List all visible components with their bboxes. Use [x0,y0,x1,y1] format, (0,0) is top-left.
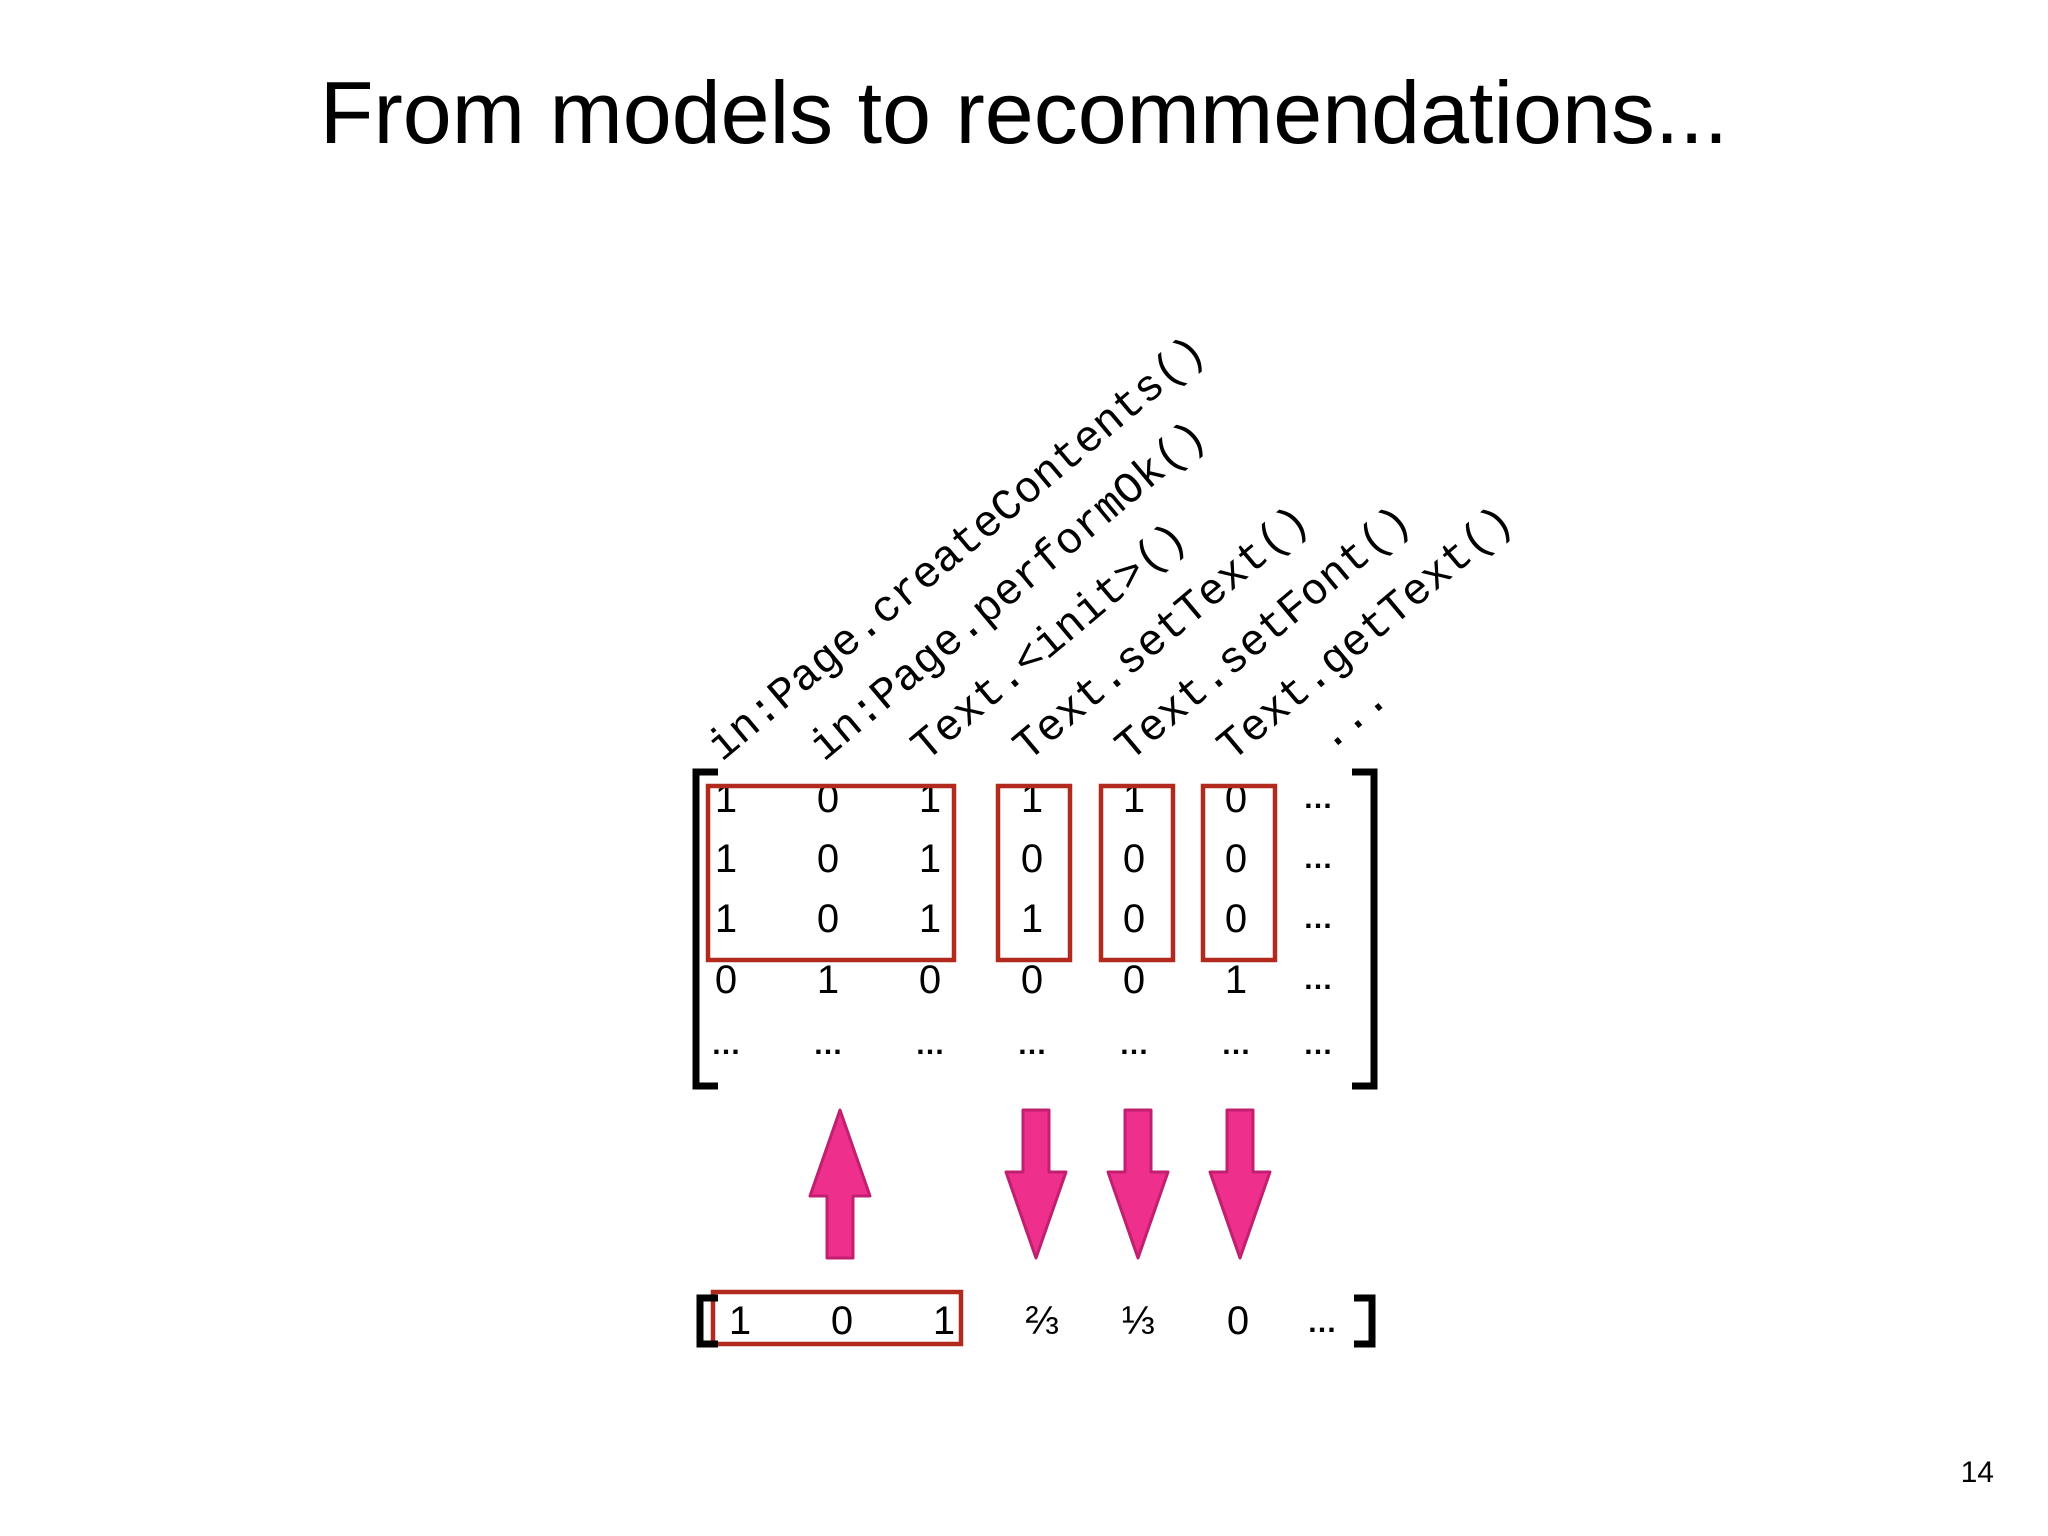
matrix-cell: 0 [1225,897,1247,941]
matrix-cell: … [1303,782,1333,815]
vector-value: 1 [933,1299,955,1343]
matrix-cell: … [1221,1028,1251,1061]
matrix-cell: 0 [817,777,839,821]
arrows [808,1108,1272,1260]
matrix-cell: 0 [1123,897,1145,941]
matrix-cell: 1 [919,897,941,941]
matrix-cells: 1 0 1 1 1 0 … 1 0 1 0 0 0 … 1 0 1 1 0 0 … 0 1 0 0 0 1 … … … … … … … … [711,777,1333,1061]
vector-left-bracket [696,1294,718,1348]
matrix-cell: … [1119,1028,1149,1061]
matrix-cell: … [1303,1028,1333,1061]
matrix-cell: … [1303,902,1333,935]
matrix-cell: 1 [1021,777,1043,821]
matrix-cell: … [1303,842,1333,875]
matrix-cell: 1 [817,958,839,1002]
matrix-cell: 1 [715,897,737,941]
matrix-cell: … [1017,1028,1047,1061]
matrix-cell: 1 [715,837,737,881]
matrix-cell: 1 [1225,958,1247,1002]
matrix-cell: … [1303,963,1333,996]
down-arrow-icon [1004,1108,1068,1260]
matrix-cell: 1 [919,777,941,821]
column-highlight-box [1098,783,1176,963]
matrix-cell: 0 [817,897,839,941]
matrix-cell: 1 [1123,777,1145,821]
matrix-cell: 0 [817,837,839,881]
matrix-cell: 0 [1123,837,1145,881]
matrix-cell: … [711,1028,741,1061]
matrix-cell: 0 [715,958,737,1002]
matrix-brackets [692,768,1378,1090]
column-highlight-box [705,783,957,963]
matrix-cell: 0 [919,958,941,1002]
up-arrow-icon [808,1108,872,1260]
highlight-boxes [705,783,1278,1347]
matrix-cell: 0 [1021,837,1043,881]
vector-value: ⅓ [1121,1299,1154,1343]
matrix-cell: 1 [1021,897,1043,941]
column-highlight-box [1200,783,1278,963]
vector-right-bracket [1354,1294,1376,1348]
vector-value: ⅔ [1025,1299,1058,1343]
matrix-cell: … [813,1028,843,1061]
page-number: 14 [1960,1456,1994,1489]
matrix-cell: 1 [919,837,941,881]
matrix-cell: … [915,1028,945,1061]
column-labels: in:Page.createContents()in:Page.performO… [699,327,1524,773]
matrix-cell: 0 [1123,958,1145,1002]
vector-value: 0 [831,1299,853,1343]
vector-value: … [1307,1306,1337,1339]
slide-title: From models to recommendations... [319,63,1729,162]
down-arrow-icon [1208,1108,1272,1260]
down-arrow-icon [1106,1108,1170,1260]
query-vector: 1 0 1 ⅔ ⅓ 0 … [696,1294,1376,1348]
vector-value: 0 [1227,1299,1249,1343]
matrix-cell: 1 [715,777,737,821]
vector-value: 1 [729,1299,751,1343]
right-bracket [1352,768,1378,1090]
left-bracket [692,768,718,1090]
query-highlight-box [710,1289,964,1347]
matrix-cell: 0 [1021,958,1043,1002]
matrix-cell: 0 [1225,777,1247,821]
column-highlight-box [995,783,1073,963]
matrix-cell: 0 [1225,837,1247,881]
